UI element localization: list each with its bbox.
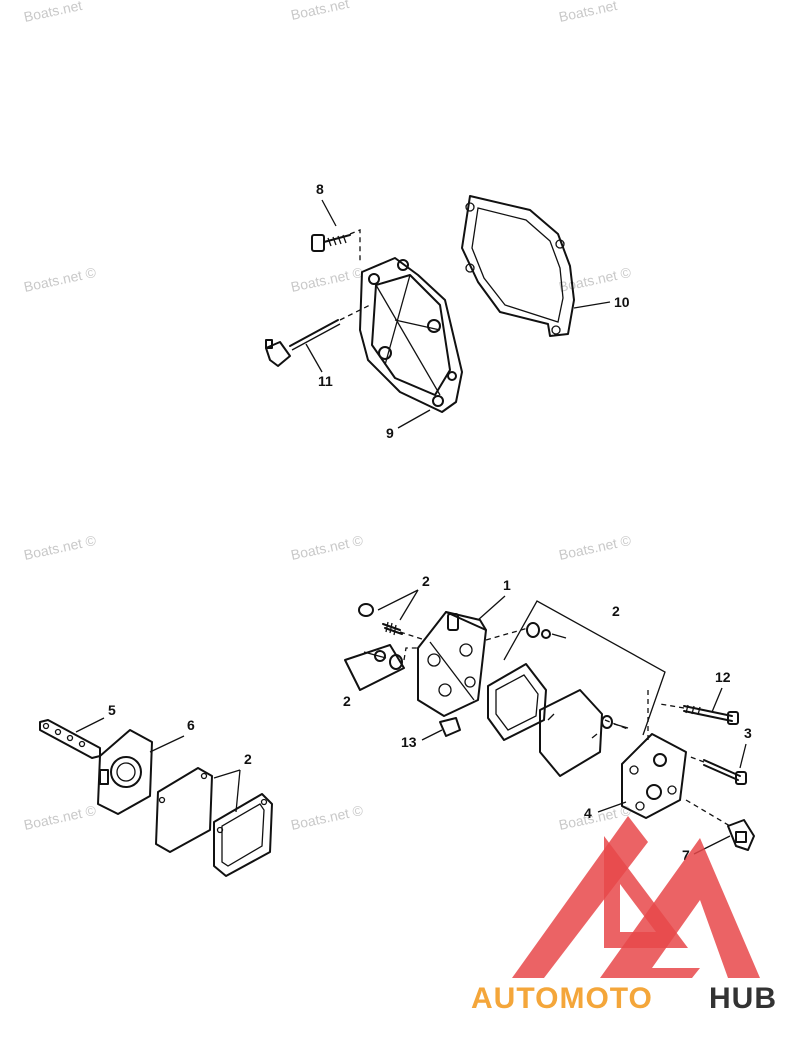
watermark-7: Boats.net © <box>22 532 98 563</box>
fitting-13 <box>439 717 461 737</box>
logo-text-automoto: AUTOMOTO <box>471 982 653 1015</box>
logo: AUTOMOTO HUB <box>471 816 777 1015</box>
callout-6: 6 <box>187 717 195 733</box>
screw-3 <box>703 759 747 785</box>
callout-12: 12 <box>715 669 731 685</box>
bracket-6 <box>97 729 153 815</box>
callout-2d: 2 <box>244 751 252 767</box>
watermark-9: Boats.net © <box>557 532 633 563</box>
upper-assembly: 8 9 10 <box>265 181 630 441</box>
callout-2b: 2 <box>343 693 351 709</box>
callout-2c: 2 <box>612 603 620 619</box>
pump-assembly: 1 2 2 2 <box>343 573 755 863</box>
bolt-12 <box>683 704 739 725</box>
elbow-7 <box>727 819 755 851</box>
callout-5: 5 <box>108 702 116 718</box>
valve-right-2 <box>526 622 567 639</box>
callout-1: 1 <box>503 577 511 593</box>
callout-9: 9 <box>386 425 394 441</box>
gasket-left <box>155 767 213 853</box>
sensor-11 <box>265 319 341 367</box>
watermark-6: Boats.net © <box>557 264 633 295</box>
callout-7: 7 <box>682 847 690 863</box>
callout-3: 3 <box>744 725 752 741</box>
callout-10: 10 <box>614 294 630 310</box>
callout-13: 13 <box>401 734 417 750</box>
valve-upper-2 <box>358 603 403 636</box>
watermark-4: Boats.net © <box>22 264 98 295</box>
gasket-a <box>487 663 547 741</box>
bar-5 <box>39 719 101 759</box>
watermark-2: Boats.net <box>289 0 350 23</box>
callout-8: 8 <box>316 181 324 197</box>
pump-body-1 <box>417 611 487 717</box>
callout-2a: 2 <box>422 573 430 589</box>
watermark-11: Boats.net © <box>289 802 365 833</box>
gasket-right <box>213 793 273 877</box>
pump-cover-4 <box>621 733 687 819</box>
watermark-1: Boats.net <box>22 0 83 25</box>
watermark-3: Boats.net <box>557 0 618 25</box>
logo-text-hub: HUB <box>709 982 777 1015</box>
callout-4: 4 <box>584 805 592 821</box>
cover-plate-9 <box>359 257 463 413</box>
valve-lower-2 <box>344 644 405 691</box>
gasket-10 <box>461 195 575 337</box>
watermark-10: Boats.net © <box>22 802 98 833</box>
watermark-8: Boats.net © <box>289 532 365 563</box>
left-assembly: 5 6 2 <box>39 702 273 877</box>
screw-8 <box>311 234 351 252</box>
diaphragm-b <box>539 689 603 777</box>
callout-11: 11 <box>318 373 333 389</box>
watermark-5: Boats.net © <box>289 264 365 295</box>
